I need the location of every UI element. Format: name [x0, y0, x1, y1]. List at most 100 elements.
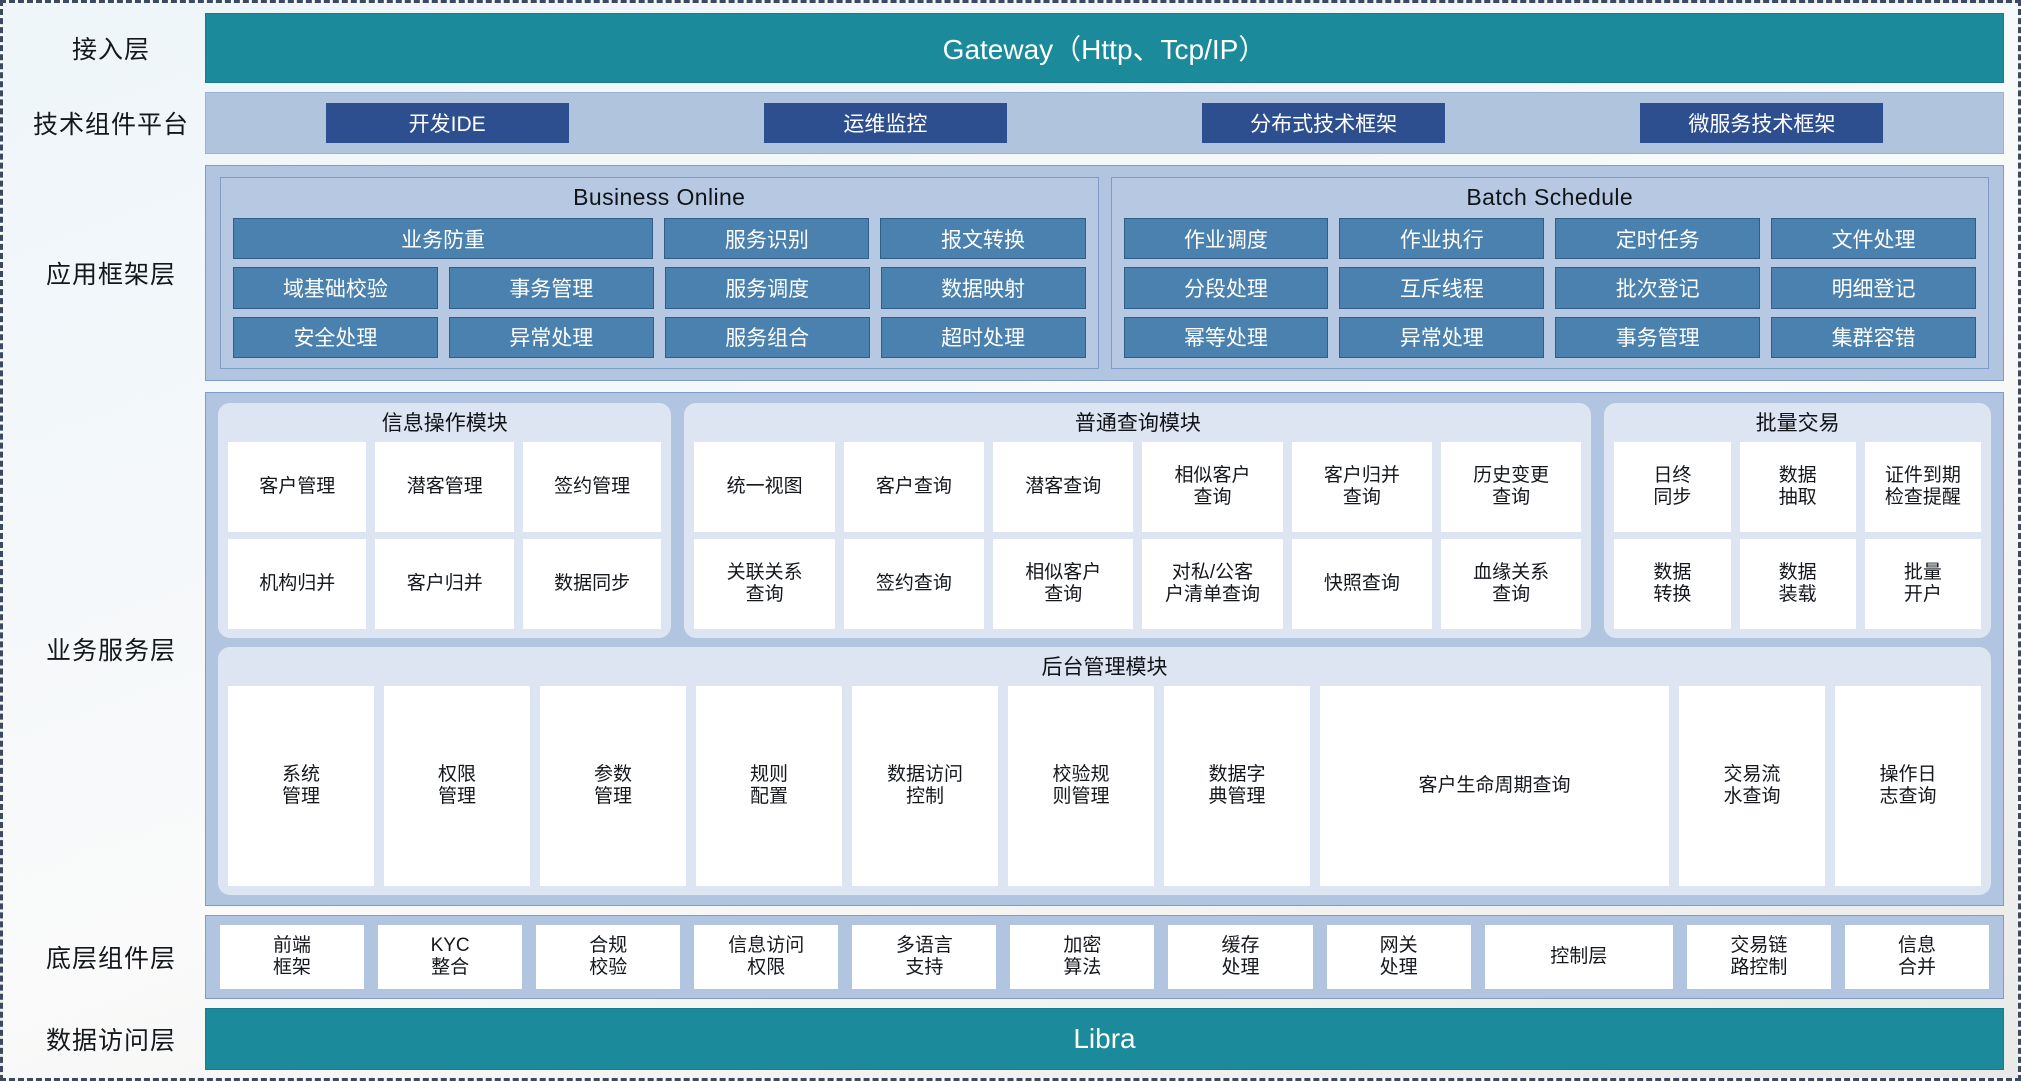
cell-prospect-mgmt[interactable]: 潜客管理: [375, 442, 514, 532]
module-info-operation: 信息操作模块 客户管理 潜客管理 签约管理 机构归并 客户归并 数据同步: [218, 403, 672, 638]
app-chip-batch-transaction-mgmt[interactable]: 事务管理: [1555, 316, 1761, 358]
app-chip-mutex-thread[interactable]: 互斥线程: [1339, 267, 1545, 309]
cell-system-mgmt[interactable]: 系统 管理: [228, 686, 374, 886]
cell-validation-rule-mgmt[interactable]: 校验规 则管理: [1008, 686, 1154, 886]
access-layer-body: Gateway（Http、Tcp/IP）: [205, 13, 2004, 83]
layer-row-app-framework: 应用框架层 Business Online 业务防重 服务识别 报文转换 域基础…: [17, 165, 2004, 381]
app-chip-batch-exception-handling[interactable]: 异常处理: [1339, 316, 1545, 358]
cell-frontend-framework[interactable]: 前端 框架: [220, 925, 365, 989]
cell-encryption-algorithm[interactable]: 加密 算法: [1010, 925, 1155, 989]
cell-data-extract[interactable]: 数据 抽取: [1739, 442, 1856, 532]
cell-operation-log-query[interactable]: 操作日 志查询: [1835, 686, 1981, 886]
cell-rule-config[interactable]: 规则 配置: [696, 686, 842, 886]
common-query-row-2: 关联关系 查询 签约查询 相似客户 查询 对私/公客 户清单查询 快照查询 血缘…: [694, 539, 1582, 629]
app-chip-segment-handling[interactable]: 分段处理: [1123, 267, 1329, 309]
cell-kyc-integration[interactable]: KYC 整合: [378, 925, 523, 989]
cell-customer-merge[interactable]: 客户归并: [375, 539, 514, 629]
app-chip-cluster-fault-tolerance[interactable]: 集群容错: [1771, 316, 1976, 358]
cell-customer-lifecycle-query[interactable]: 客户生命周期查询: [1320, 686, 1669, 886]
app-chip-service-composition[interactable]: 服务组合: [664, 316, 870, 358]
app-chip-message-convert[interactable]: 报文转换: [880, 218, 1086, 260]
cell-similar-customer-query[interactable]: 相似客户 查询: [1142, 442, 1283, 532]
layer-label-access: 接入层: [71, 36, 150, 64]
cell-customer-query[interactable]: 客户查询: [843, 442, 985, 532]
tech-platform-body: 开发IDE 运维监控 分布式技术框架 微服务技术框架: [205, 92, 2004, 154]
tech-chip-distributed-framework[interactable]: 分布式技术框架: [1202, 103, 1446, 143]
cell-transaction-flow-query[interactable]: 交易流 水查询: [1679, 686, 1825, 886]
cell-transaction-link-control[interactable]: 交易链 路控制: [1686, 925, 1831, 989]
cell-data-transform[interactable]: 数据 转换: [1614, 539, 1731, 629]
app-framework-body: Business Online 业务防重 服务识别 报文转换 域基础校验 事务管…: [205, 165, 2004, 381]
cell-eod-sync[interactable]: 日终 同步: [1614, 442, 1731, 532]
batch-schedule-row-1: 作业调度 作业执行 定时任务 文件处理: [1123, 218, 1976, 260]
module-admin-backend: 后台管理模块 系统 管理 权限 管理 参数 管理 规则 配置 数据访问 控制 校…: [218, 647, 1991, 895]
cell-similar-customer-query-2[interactable]: 相似客户 查询: [993, 539, 1134, 629]
cell-customer-mgmt[interactable]: 客户管理: [228, 442, 367, 532]
app-chip-transaction-mgmt[interactable]: 事务管理: [448, 267, 654, 309]
tech-platform-band: 开发IDE 运维监控 分布式技术框架 微服务技术框架: [205, 92, 2004, 154]
app-chip-business-dedup[interactable]: 业务防重: [233, 218, 654, 260]
app-chip-job-execute[interactable]: 作业执行: [1339, 218, 1545, 260]
cell-batch-account-open[interactable]: 批量 开户: [1864, 539, 1982, 629]
cell-unified-view[interactable]: 统一视图: [694, 442, 835, 532]
tech-chip-ops-monitor[interactable]: 运维监控: [763, 103, 1007, 143]
app-chip-job-schedule[interactable]: 作业调度: [1123, 218, 1329, 260]
layer-label-app-framework: 应用框架层: [45, 261, 176, 289]
tech-chip-microservice-framework[interactable]: 微服务技术框架: [1640, 103, 1884, 143]
layer-row-business-service: 业务服务层 信息操作模块 客户管理 潜客管理 签约管理 机构归并: [17, 392, 2004, 906]
app-chip-idempotent-handling[interactable]: 幂等处理: [1123, 316, 1329, 358]
cell-lineage-query[interactable]: 血缘关系 查询: [1440, 539, 1582, 629]
module-title-common-query: 普通查询模块: [1074, 412, 1201, 435]
layer-label-data-access: 数据访问层: [45, 1027, 176, 1055]
business-service-band: 信息操作模块 客户管理 潜客管理 签约管理 机构归并 客户归并 数据同步: [205, 392, 2004, 906]
app-chip-exception-handling[interactable]: 异常处理: [448, 316, 654, 358]
app-chip-service-dispatch[interactable]: 服务调度: [664, 267, 870, 309]
cell-compliance-validate[interactable]: 合规 校验: [536, 925, 681, 989]
cell-customer-merge-query[interactable]: 客户归并 查询: [1291, 442, 1432, 532]
batch-schedule-row-3: 幂等处理 异常处理 事务管理 集群容错: [1123, 316, 1976, 358]
app-chip-timeout-handling[interactable]: 超时处理: [880, 316, 1086, 358]
layer-row-access: 接入层 Gateway（Http、Tcp/IP）: [17, 13, 2004, 83]
cell-cache-handling[interactable]: 缓存 处理: [1168, 925, 1313, 989]
cell-info-merge[interactable]: 信息 合并: [1844, 925, 1990, 989]
batch-schedule-row-2: 分段处理 互斥线程 批次登记 明细登记: [1123, 267, 1976, 309]
cell-relation-query[interactable]: 关联关系 查询: [694, 539, 835, 629]
admin-backend-row: 系统 管理 权限 管理 参数 管理 规则 配置 数据访问 控制 校验规 则管理 …: [228, 686, 1981, 886]
batch-transaction-row-1: 日终 同步 数据 抽取 证件到期 检查提醒: [1614, 442, 1982, 532]
cell-multilingual-support[interactable]: 多语言 支持: [852, 925, 997, 989]
app-chip-file-handling[interactable]: 文件处理: [1771, 218, 1976, 260]
cell-parameter-mgmt[interactable]: 参数 管理: [540, 686, 686, 886]
app-chip-data-mapping[interactable]: 数据映射: [880, 267, 1086, 309]
common-query-row-1: 统一视图 客户查询 潜客查询 相似客户 查询 客户归并 查询 历史变更 查询: [694, 442, 1582, 532]
module-title-info-operation: 信息操作模块: [381, 412, 508, 435]
app-chip-domain-validate[interactable]: 域基础校验: [233, 267, 438, 309]
cell-permission-mgmt[interactable]: 权限 管理: [384, 686, 530, 886]
batch-schedule-grid: 作业调度 作业执行 定时任务 文件处理 分段处理 互斥线程 批次登记 明细登记: [1123, 218, 1976, 358]
app-chip-service-identify[interactable]: 服务识别: [664, 218, 870, 260]
cell-data-load[interactable]: 数据 装载: [1739, 539, 1856, 629]
app-chip-timed-task[interactable]: 定时任务: [1555, 218, 1761, 260]
app-chip-batch-register[interactable]: 批次登记: [1555, 267, 1761, 309]
cell-data-dictionary-mgmt[interactable]: 数据字 典管理: [1164, 686, 1310, 886]
cell-org-merge[interactable]: 机构归并: [228, 539, 367, 629]
cell-data-access-control[interactable]: 数据访问 控制: [852, 686, 998, 886]
app-chip-security-handling[interactable]: 安全处理: [233, 316, 438, 358]
cell-gateway-handling[interactable]: 网关 处理: [1326, 925, 1471, 989]
cell-control-layer[interactable]: 控制层: [1484, 925, 1673, 989]
cell-contract-query[interactable]: 签约查询: [843, 539, 985, 629]
info-operation-row-1: 客户管理 潜客管理 签约管理: [228, 442, 662, 532]
cell-prospect-query[interactable]: 潜客查询: [993, 442, 1134, 532]
tech-chip-ide[interactable]: 开发IDE: [325, 103, 569, 143]
data-access-body: Libra: [205, 1008, 2004, 1070]
cell-snapshot-query[interactable]: 快照查询: [1291, 539, 1432, 629]
cell-retail-corporate-list-query[interactable]: 对私/公客 户清单查询: [1142, 539, 1283, 629]
cell-history-change-query[interactable]: 历史变更 查询: [1440, 442, 1582, 532]
business-online-row-2: 域基础校验 事务管理 服务调度 数据映射: [233, 267, 1086, 309]
module-common-query: 普通查询模块 统一视图 客户查询 潜客查询 相似客户 查询 客户归并 查询 历史…: [684, 403, 1592, 638]
cell-contract-mgmt[interactable]: 签约管理: [522, 442, 662, 532]
cell-cert-expiry-reminder[interactable]: 证件到期 检查提醒: [1864, 442, 1982, 532]
cell-data-sync[interactable]: 数据同步: [522, 539, 662, 629]
cell-info-access-permission[interactable]: 信息访问 权限: [694, 925, 839, 989]
app-chip-detail-register[interactable]: 明细登记: [1771, 267, 1976, 309]
